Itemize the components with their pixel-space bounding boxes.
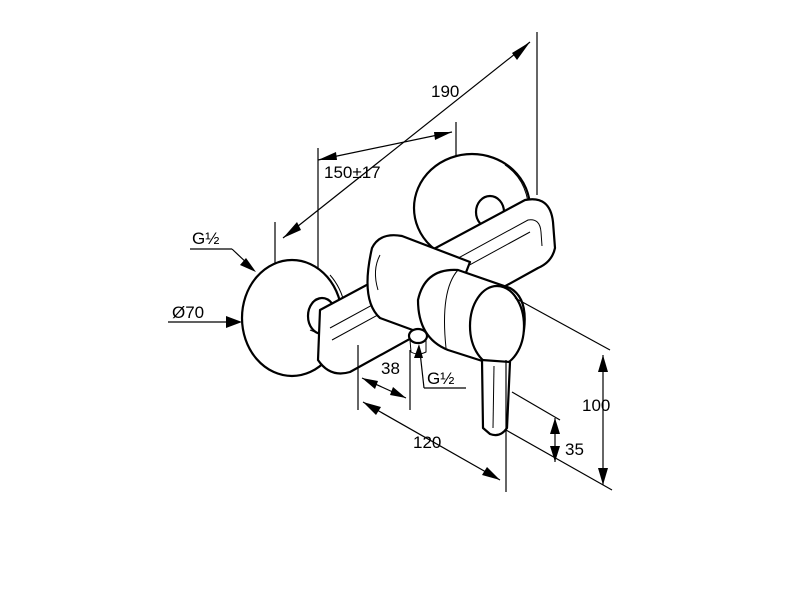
dimension-label-depth: 120 [413, 433, 441, 452]
dimension-outlet-offset: 38 [357, 345, 411, 410]
cylinder-edge [374, 254, 381, 291]
lever-edge [492, 365, 495, 429]
arrow-head [434, 132, 452, 140]
extension-line [514, 297, 611, 351]
dimension-line [317, 131, 453, 161]
label-outlet-thread: G½ [427, 369, 454, 388]
mixer-body [316, 198, 557, 437]
extension-line [511, 391, 561, 421]
arrow-head [550, 418, 560, 434]
dimension-label-total-width: 190 [431, 82, 459, 101]
nut-facet [311, 297, 323, 303]
housing-edge [444, 269, 459, 349]
callout-inlet-thread: G½ [190, 229, 256, 272]
dimension-line [362, 401, 501, 481]
dimension-height: 100 [505, 297, 613, 491]
arrow-head [240, 258, 256, 272]
arrow-head [362, 378, 378, 389]
dimension-outlet-height: 35 [511, 391, 584, 462]
arrow-head [414, 344, 423, 358]
label-inlet-thread: G½ [192, 229, 219, 248]
arrow-head [390, 387, 406, 398]
dimension-label-height: 100 [582, 396, 610, 415]
arrow-head [226, 316, 242, 328]
arrow-head [482, 467, 500, 480]
label-rosette-diameter: Ø70 [172, 303, 204, 322]
dimension-depth: 120 [362, 360, 507, 492]
arrow-head [598, 468, 608, 485]
outlet [407, 327, 429, 345]
arrow-head [550, 446, 560, 462]
dimension-total-width: 190 [274, 32, 538, 268]
dimension-line [282, 41, 531, 239]
dimension-label-outlet-height: 35 [565, 440, 584, 459]
arrow-head [283, 222, 301, 238]
arrow-head [512, 42, 530, 60]
arrow-head [318, 152, 337, 160]
extension-line [505, 429, 613, 491]
body-bar-edge [329, 219, 543, 329]
arrow-head [598, 355, 608, 372]
dimension-label-inlet-spacing: 150±17 [324, 163, 381, 182]
callout-rosette-diameter: Ø70 [168, 303, 242, 328]
callout-outlet-thread: G½ [414, 344, 466, 389]
dimension-label-outlet-offset: 38 [381, 359, 400, 378]
arrow-head [363, 402, 381, 415]
lever-handle [480, 358, 512, 437]
